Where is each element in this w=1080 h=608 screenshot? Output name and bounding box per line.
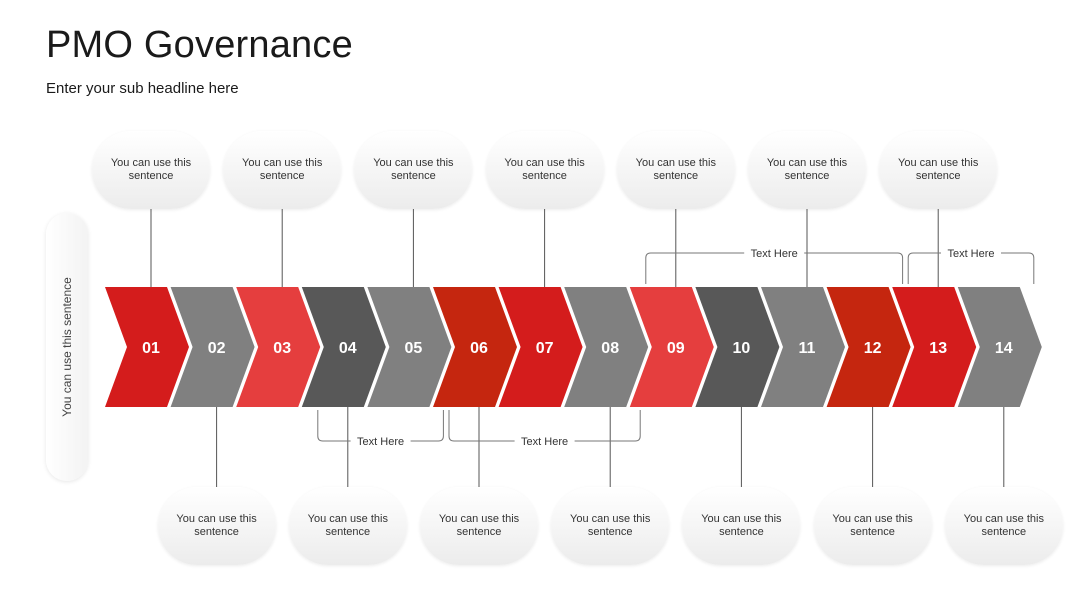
top-bubble: You can use this sentence <box>748 131 866 209</box>
bottom-bubble: You can use this sentence <box>288 487 407 565</box>
top-bubble: You can use this sentence <box>92 131 210 209</box>
chevron-step-11: 11 <box>761 287 845 407</box>
step-number: 04 <box>339 340 357 357</box>
bottom-bubble: You can use this sentence <box>420 487 538 565</box>
step-number: 11 <box>799 340 816 357</box>
top-bubble: You can use this sentence <box>485 131 604 209</box>
page-title: PMO Governance <box>46 24 353 66</box>
chevron-shape <box>498 287 583 407</box>
chevron-step-03: 03 <box>236 287 321 407</box>
chevron-step-04: 04 <box>301 287 386 407</box>
chevron-shape <box>367 287 452 407</box>
bottom-bubble: You can use this sentence <box>551 487 670 565</box>
bracket-line <box>448 410 641 442</box>
chevron-shape <box>301 287 386 407</box>
bottom-bubble: You can use this sentence <box>813 487 932 565</box>
top-bubble: You can use this sentence <box>223 131 342 209</box>
step-number: 14 <box>995 340 1013 357</box>
chevron-shape <box>892 287 977 407</box>
chevron-shape <box>761 287 845 407</box>
step-number: 01 <box>142 340 160 357</box>
step-number: 06 <box>470 340 488 357</box>
bracket-label: Text Here <box>751 248 798 260</box>
page-subtitle: Enter your sub headline here <box>46 80 239 97</box>
chevron-step-06: 06 <box>433 287 517 407</box>
step-number: 02 <box>208 340 226 357</box>
bracket-top: Text Here <box>645 248 904 284</box>
step-number: 13 <box>929 340 947 357</box>
top-bubble: You can use this sentence <box>616 131 735 209</box>
chevron-shape <box>564 287 649 407</box>
step-number: 10 <box>733 340 751 357</box>
chevron-step-07: 07 <box>498 287 583 407</box>
bracket-line <box>645 252 904 284</box>
bracket-label: Text Here <box>947 248 994 260</box>
chevron-shape <box>105 287 189 407</box>
chevron-shape <box>236 287 321 407</box>
bracket-label: Text Here <box>521 436 568 448</box>
top-bubble: You can use this sentence <box>354 131 473 209</box>
chevron-step-05: 05 <box>367 287 452 407</box>
chevron-shape <box>433 287 517 407</box>
step-number: 09 <box>667 340 685 357</box>
chevron-step-13: 13 <box>892 287 977 407</box>
chevron-shape <box>629 287 714 407</box>
chevron-shape <box>826 287 911 407</box>
top-bubble: You can use this sentence <box>879 131 998 209</box>
chevron-step-01: 01 <box>105 287 189 407</box>
chevron-step-09: 09 <box>629 287 714 407</box>
chevron-step-10: 10 <box>695 287 780 407</box>
side-label-pill: You can use this sentence <box>46 213 88 481</box>
chevron-step-02: 02 <box>170 287 255 407</box>
bottom-bubble: You can use this sentence <box>157 487 276 565</box>
bracket-label: Text Here <box>357 436 404 448</box>
chevron-step-14: 14 <box>957 287 1042 407</box>
bracket-line <box>907 252 1035 284</box>
chevron-shape <box>695 287 780 407</box>
chevron-step-08: 08 <box>564 287 649 407</box>
bracket-line <box>317 410 444 442</box>
step-number: 08 <box>601 340 619 357</box>
bracket-bottom: Text Here <box>317 410 444 448</box>
step-number: 05 <box>405 340 423 357</box>
step-number: 03 <box>273 340 291 357</box>
bottom-bubble: You can use this sentence <box>682 487 801 565</box>
chevron-shape <box>170 287 255 407</box>
chevron-step-12: 12 <box>826 287 911 407</box>
bracket-bottom: Text Here <box>448 410 641 448</box>
bracket-top: Text Here <box>907 248 1035 284</box>
step-number: 12 <box>864 340 882 357</box>
chevron-shape <box>957 287 1042 407</box>
bottom-bubble: You can use this sentence <box>944 487 1063 565</box>
step-number: 07 <box>536 340 554 357</box>
